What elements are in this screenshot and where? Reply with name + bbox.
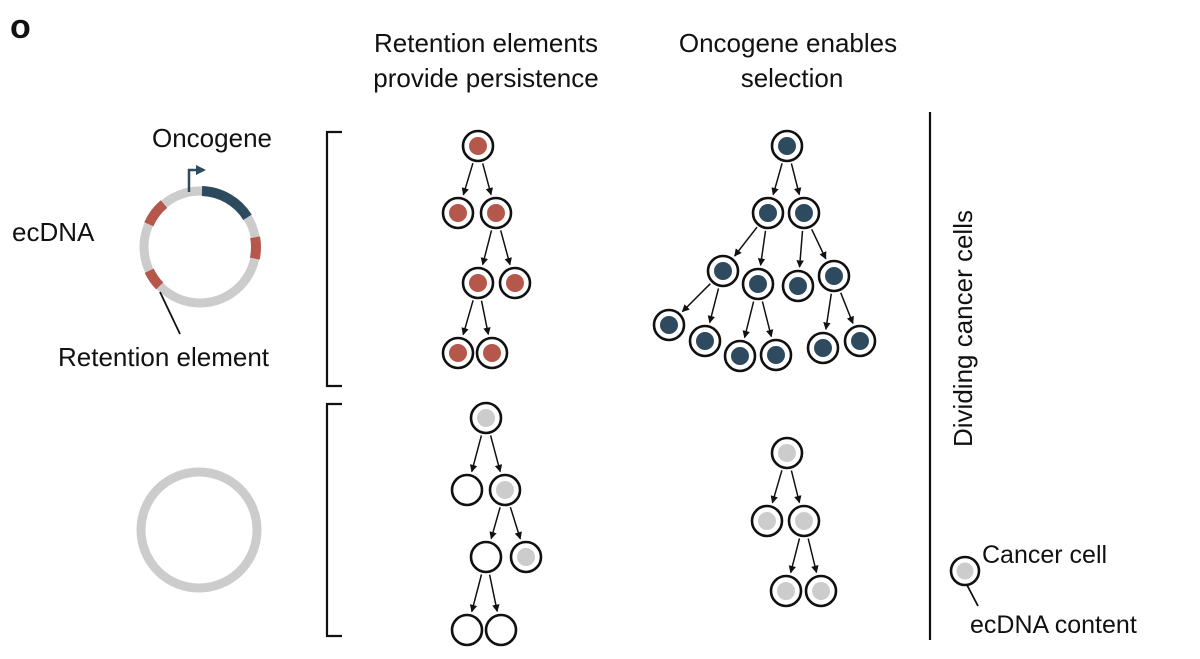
division-arrow bbox=[790, 163, 802, 196]
ecdna-content bbox=[778, 137, 796, 155]
cancer-cell bbox=[484, 613, 518, 647]
division-arrow bbox=[788, 538, 801, 574]
division-arrow bbox=[840, 292, 854, 325]
header-col1-line2: provide persistence bbox=[373, 63, 598, 93]
ecdna-content bbox=[759, 204, 777, 222]
bracket-bottom bbox=[325, 402, 342, 638]
division-arrow bbox=[499, 230, 512, 266]
header-col1-line1: Retention elements bbox=[374, 28, 598, 58]
ecdna-content bbox=[795, 512, 813, 530]
division-arrow bbox=[461, 162, 474, 196]
dividing-cells-label: Dividing cancer cells bbox=[948, 210, 978, 447]
lineage-tree-retention-only bbox=[450, 401, 543, 647]
division-arrow bbox=[489, 435, 503, 473]
division-arrow bbox=[480, 300, 491, 336]
ecdna-content bbox=[767, 346, 785, 364]
retention-segment-right bbox=[249, 236, 261, 260]
ecdna-content bbox=[851, 332, 869, 350]
ecdna-content bbox=[483, 344, 501, 362]
legend bbox=[949, 555, 981, 607]
ecdna-content bbox=[449, 344, 467, 362]
ecdna-content bbox=[825, 267, 843, 285]
ecdna-label: ecDNA bbox=[12, 217, 95, 247]
division-arrow bbox=[681, 283, 711, 313]
legend-ecdna-content-icon bbox=[956, 562, 974, 580]
retention-segment-upper bbox=[144, 200, 168, 227]
cancer-cell bbox=[450, 613, 484, 647]
ecdna-content bbox=[749, 275, 767, 293]
division-arrow bbox=[757, 230, 767, 266]
ecdna-content bbox=[714, 262, 732, 280]
bracket-top bbox=[325, 130, 342, 388]
division-arrow bbox=[790, 470, 802, 504]
header-col2-line2: selection bbox=[741, 63, 844, 93]
division-arrow bbox=[489, 507, 501, 540]
ecdna-ring-with-elements bbox=[139, 165, 261, 335]
division-arrow bbox=[469, 435, 483, 473]
division-arrow bbox=[761, 301, 774, 338]
ecdna-content bbox=[487, 204, 505, 222]
retention-pointer-line bbox=[159, 291, 181, 335]
division-arrow bbox=[469, 574, 483, 613]
promoter-arrow-icon bbox=[187, 165, 206, 192]
ecdna-content bbox=[778, 444, 796, 462]
ecdna-ring-empty bbox=[136, 467, 262, 593]
ecdna-content bbox=[449, 204, 467, 222]
ecdna-content bbox=[469, 137, 487, 155]
cancer-cell bbox=[469, 540, 503, 574]
division-arrow bbox=[770, 470, 783, 504]
division-arrow bbox=[734, 226, 758, 257]
division-arrow bbox=[481, 163, 493, 196]
division-arrow bbox=[488, 574, 500, 613]
header-col2-line1: Oncogene enables bbox=[679, 28, 897, 58]
division-arrow bbox=[707, 288, 720, 324]
ecdna-content bbox=[731, 347, 749, 365]
ecdna-content bbox=[506, 274, 524, 292]
oncogene-segment bbox=[201, 186, 252, 221]
cancer-cell bbox=[450, 473, 484, 507]
legend-pointer-line bbox=[966, 584, 979, 607]
ecdna-content bbox=[777, 582, 795, 600]
panel-label: o bbox=[10, 8, 31, 46]
lineage-tree-oncogene-selection bbox=[652, 129, 877, 373]
ecdna-content bbox=[469, 274, 487, 292]
ecdna-content bbox=[789, 277, 807, 295]
ecdna-content bbox=[758, 512, 776, 530]
lineage-tree-retention-oncogene bbox=[441, 129, 532, 370]
division-arrow bbox=[480, 230, 493, 266]
division-arrow bbox=[823, 293, 833, 330]
division-arrow bbox=[461, 300, 474, 336]
ecdna-content bbox=[477, 409, 495, 427]
ecdna-content bbox=[660, 316, 678, 334]
division-arrow bbox=[796, 230, 804, 268]
division-arrow bbox=[742, 301, 755, 339]
division-arrow bbox=[771, 163, 783, 196]
ecdna-content bbox=[795, 204, 813, 222]
ecdna-content bbox=[814, 339, 832, 357]
ecdna-content bbox=[517, 548, 535, 566]
division-arrow bbox=[807, 538, 819, 574]
oncogene-label: Oncogene bbox=[152, 123, 272, 153]
ecdna-content bbox=[496, 481, 514, 499]
ecdna-content bbox=[696, 332, 714, 350]
division-arrow bbox=[509, 506, 522, 540]
ecdna-content bbox=[812, 582, 830, 600]
division-arrow bbox=[811, 228, 827, 260]
retention-element-label: Retention element bbox=[58, 342, 270, 372]
lineage-tree-no-elements bbox=[750, 436, 838, 608]
legend-cell-label: Cancer cell bbox=[982, 541, 1107, 569]
legend-content-label: ecDNA content bbox=[970, 611, 1137, 639]
retention-segment-lower bbox=[144, 268, 164, 290]
